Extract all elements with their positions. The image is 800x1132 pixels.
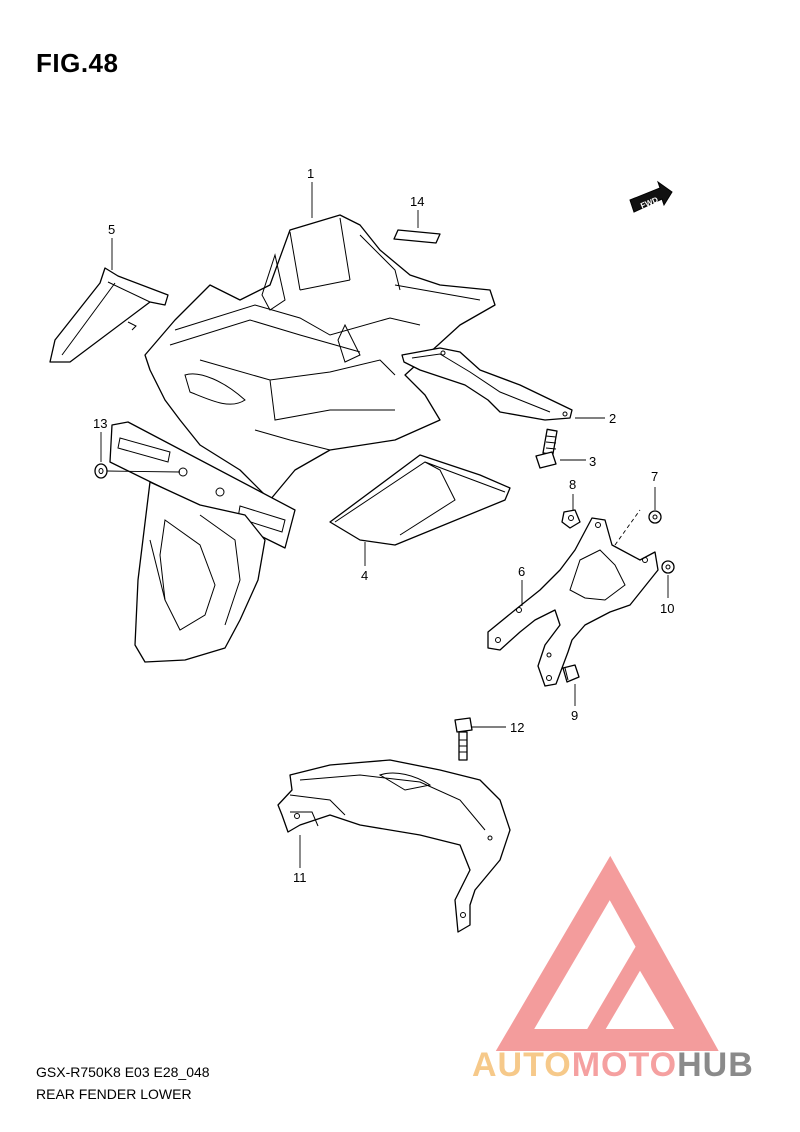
callout-7: 7 [651, 469, 658, 484]
callout-11: 11 [293, 870, 307, 885]
callout-12: 12 [510, 720, 524, 735]
part-8-nut [561, 509, 581, 529]
part-10-screw [661, 560, 675, 574]
part-14-label-sticker [393, 229, 441, 244]
callout-9: 9 [571, 708, 578, 723]
part-2-bracket [401, 347, 573, 421]
part-7-screw [648, 510, 662, 524]
callout-6: 6 [518, 564, 525, 579]
rear-fender-lower-body [134, 481, 266, 663]
license-plate-bracket [109, 421, 296, 549]
section-name: REAR FENDER LOWER [36, 1086, 192, 1102]
leader-lines [100, 182, 669, 868]
callout-8: 8 [569, 477, 576, 492]
callout-4: 4 [361, 568, 368, 583]
callout-5: 5 [108, 222, 115, 237]
part-13-grommet [94, 463, 108, 479]
watermark-text-hub: HUB [677, 1046, 754, 1084]
part-6-bracket [487, 517, 659, 687]
model-code: GSX-R750K8 E03 E28_048 [36, 1064, 210, 1080]
callout-1: 1 [307, 166, 314, 181]
callout-13: 13 [93, 416, 107, 431]
part-12-bolt [454, 717, 473, 761]
forward-direction-arrow-icon: FWD [629, 180, 673, 213]
callout-14: 14 [410, 194, 424, 209]
callout-3: 3 [589, 454, 596, 469]
callout-2: 2 [609, 411, 616, 426]
watermark-logo [495, 855, 719, 1051]
part-9-bolt [562, 664, 580, 683]
part-1-rear-fender [144, 214, 496, 501]
part-4-lower-cover [329, 454, 511, 546]
part-5-side-cover [49, 267, 169, 363]
part-3-bolt [535, 428, 558, 469]
part-11-lower-cowl [277, 759, 511, 933]
callout-10: 10 [660, 601, 674, 616]
watermark-text-moto: MOTO [571, 1046, 678, 1084]
watermark-text: AUTOMOTOHUB [472, 1046, 754, 1085]
figure-title: FIG.48 [36, 48, 119, 78]
callout-numbers: 1 2 3 4 5 6 7 8 9 10 11 12 13 14 [93, 166, 674, 885]
watermark-text-auto: AUTO [472, 1046, 572, 1084]
